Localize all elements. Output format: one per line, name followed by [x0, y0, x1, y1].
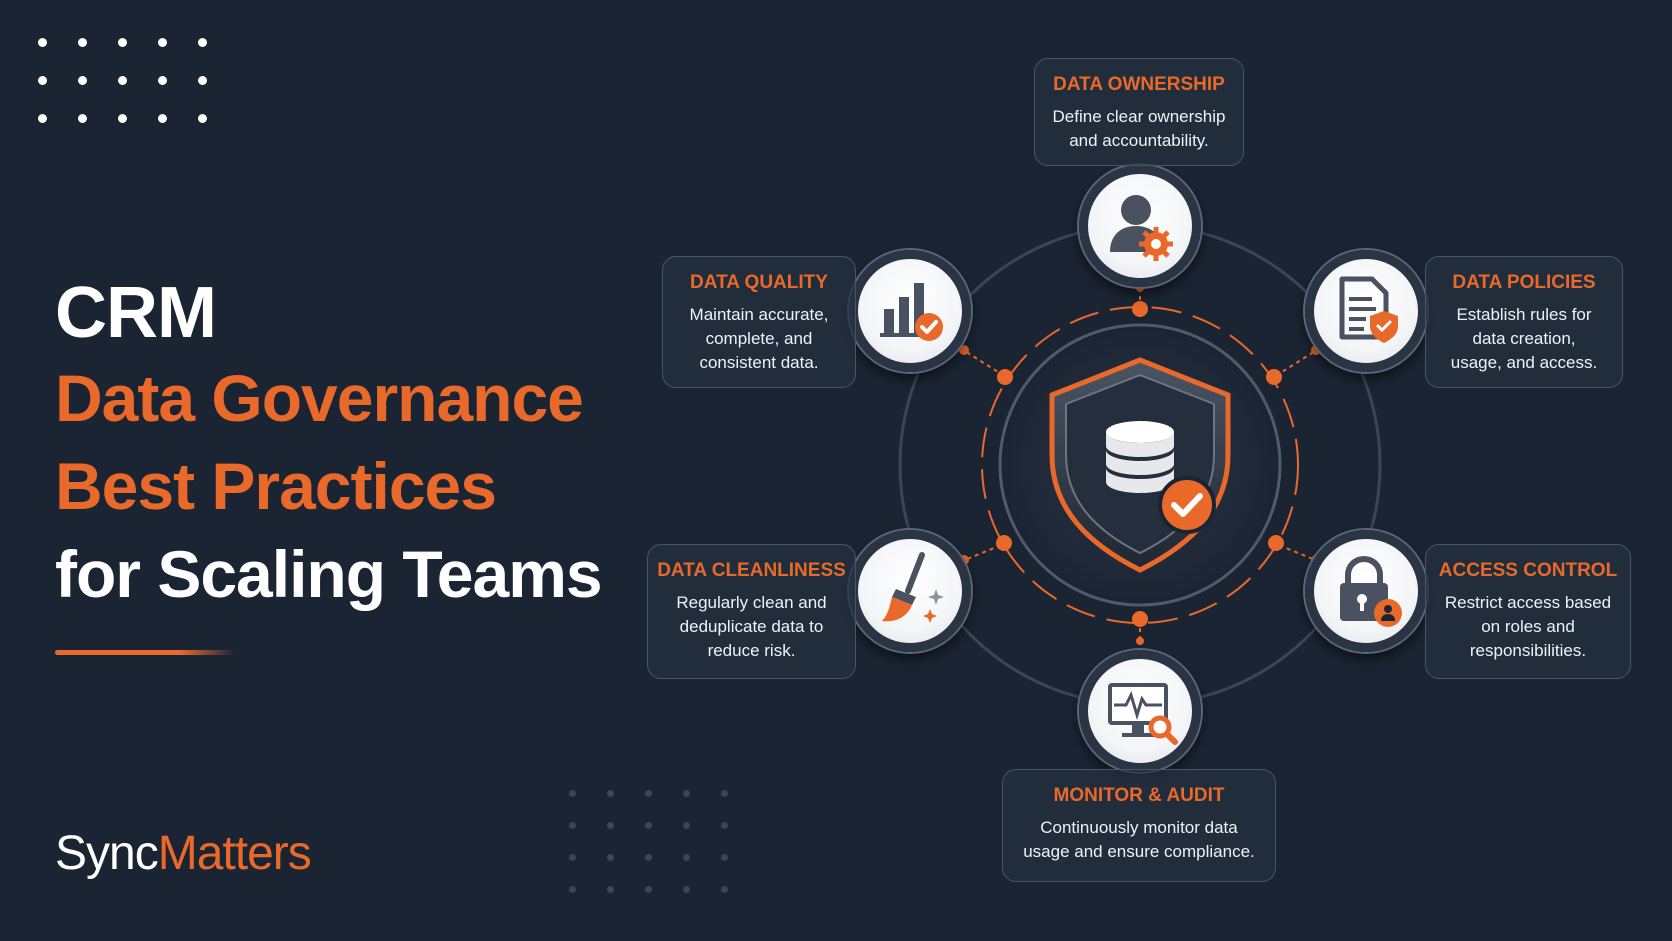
decorative-dot [682, 853, 690, 861]
card-data-quality: DATA QUALITY Maintain accurate, complete… [662, 256, 856, 388]
decorative-dot [606, 789, 614, 797]
brand-name-part1: Sync [55, 827, 159, 880]
card-title: DATA OWNERSHIP [1053, 74, 1225, 95]
card-desc-line: usage, and access. [1450, 353, 1598, 372]
card-desc-line: Continuously monitor data [1040, 818, 1238, 837]
card-description: Regularly clean and deduplicate data to … [648, 591, 855, 663]
shield-database-check-icon [1049, 357, 1231, 573]
card-desc-line: Regularly clean and [676, 593, 827, 612]
card-desc-line: consistent data. [699, 353, 819, 372]
card-desc-line: data creation, [1472, 329, 1576, 348]
decorative-dot [644, 885, 652, 893]
decorative-dot [157, 37, 167, 47]
decorative-dot [682, 789, 690, 797]
lock-user-icon [1340, 555, 1402, 627]
decorative-dot [720, 853, 728, 861]
decorative-dot [77, 75, 87, 85]
card-description: Establish rules for data creation, usage… [1426, 303, 1622, 375]
node-ownership [1079, 165, 1201, 287]
card-monitor-audit: MONITOR & AUDIT Continuously monitor dat… [1002, 769, 1276, 882]
decorative-dot [37, 113, 47, 123]
card-title: DATA CLEANLINESS [657, 560, 846, 581]
document-shield-icon [1339, 276, 1398, 343]
broom-sparkle-icon [882, 552, 944, 623]
card-desc-line: complete, and [705, 329, 813, 348]
decorative-dot [568, 821, 576, 829]
decorative-dot [720, 789, 728, 797]
title-best-practices: Best Practices [55, 449, 497, 523]
card-title: DATA POLICIES [1452, 272, 1596, 293]
decorative-dot [197, 37, 207, 47]
decorative-dot [606, 821, 614, 829]
decorative-dot [682, 821, 690, 829]
card-desc-line: Restrict access based [1444, 593, 1612, 612]
decorative-dot [117, 75, 127, 85]
decorative-dot [37, 37, 47, 47]
card-desc-line: responsibilities. [1469, 641, 1587, 660]
brand-name-part2: Matters [157, 827, 312, 880]
card-desc-line: on roles and [1481, 617, 1575, 636]
decorative-dot [568, 789, 576, 797]
decorative-dot [644, 789, 652, 797]
card-desc-line: and accountability. [1069, 131, 1209, 150]
node-cleanliness [849, 530, 971, 652]
decorative-dot [644, 821, 652, 829]
decorative-dot [117, 113, 127, 123]
card-desc-line: usage and ensure compliance. [1023, 842, 1255, 861]
card-desc-line: Maintain accurate, [689, 305, 829, 324]
title-underline [55, 650, 235, 655]
title-crm: CRM [55, 273, 217, 353]
card-title: ACCESS CONTROL [1438, 560, 1618, 581]
brand-logo: SyncMatters [55, 826, 312, 881]
decorative-dot [644, 853, 652, 861]
card-desc-line: reduce risk. [707, 641, 796, 660]
decorative-dot [568, 853, 576, 861]
card-data-ownership: DATA OWNERSHIP Define clear ownership an… [1034, 58, 1244, 166]
node-monitor [1079, 650, 1201, 772]
connector-dots [959, 284, 1321, 645]
node-access [1305, 530, 1427, 652]
title-data-governance: Data Governance [55, 361, 584, 435]
middle-ring [981, 306, 1299, 624]
node-policies [1305, 250, 1427, 372]
card-data-cleanliness: DATA CLEANLINESS Regularly clean and ded… [647, 544, 856, 679]
card-title: DATA QUALITY [690, 272, 828, 293]
decorative-dot [720, 885, 728, 893]
decorative-dot [77, 113, 87, 123]
user-gear-icon [1110, 195, 1173, 261]
decorative-dot [197, 75, 207, 85]
card-data-policies: DATA POLICIES Establish rules for data c… [1425, 256, 1623, 388]
decorative-dot [157, 113, 167, 123]
decorative-dot [117, 37, 127, 47]
card-description: Continuously monitor data usage and ensu… [1003, 816, 1275, 864]
card-desc-line: Establish rules for [1456, 305, 1592, 324]
decorative-dot [606, 885, 614, 893]
card-desc-line: deduplicate data to [679, 617, 824, 636]
decorative-dot [197, 113, 207, 123]
card-desc-line: Define clear ownership [1052, 107, 1226, 126]
decorative-dot [157, 75, 167, 85]
decorative-dot [568, 885, 576, 893]
node-quality [849, 250, 971, 372]
monitor-search-icon [1108, 683, 1178, 745]
decorative-dot [682, 885, 690, 893]
card-title: MONITOR & AUDIT [1053, 785, 1225, 806]
decorative-dot [606, 853, 614, 861]
card-description: Maintain accurate, complete, and consist… [663, 303, 855, 375]
card-description: Restrict access based on roles and respo… [1426, 591, 1630, 663]
title-for-scaling-teams: for Scaling Teams [55, 537, 603, 611]
decorative-dot [720, 821, 728, 829]
card-description: Define clear ownership and accountabilit… [1035, 105, 1243, 153]
decorative-dot [37, 75, 47, 85]
card-access-control: ACCESS CONTROL Restrict access based on … [1425, 544, 1631, 679]
bar-chart-check-icon [880, 283, 943, 341]
decorative-dot [77, 37, 87, 47]
